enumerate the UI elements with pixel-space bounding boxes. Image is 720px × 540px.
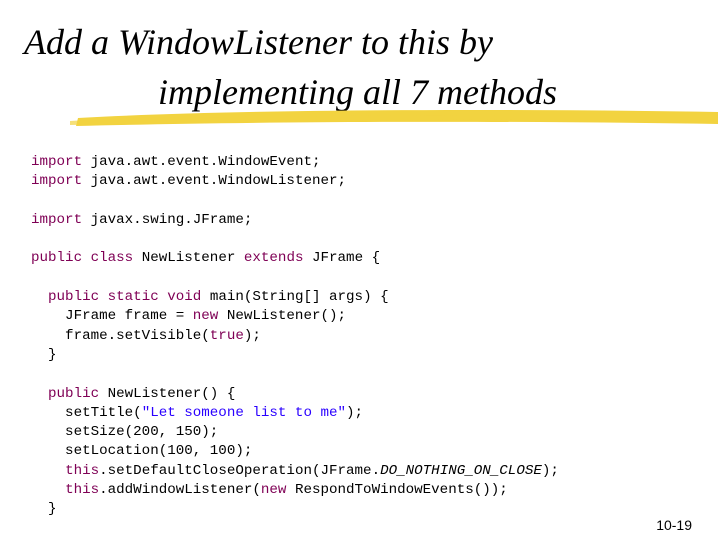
code-line: JFrame frame = new NewListener(); (31, 307, 711, 326)
code-string: "Let someone list to me" (141, 404, 347, 421)
code-line: this.setDefaultCloseOperation(JFrame.DO_… (31, 462, 711, 481)
code-text (99, 289, 108, 305)
code-line (31, 365, 711, 384)
code-text: setTitle( (31, 404, 142, 421)
code-keyword: new (192, 308, 219, 325)
code-text: setSize(200, 150); (31, 424, 219, 441)
code-text: NewListener() { (99, 385, 236, 402)
code-keyword: this (65, 482, 100, 499)
code-text: NewListener (133, 250, 244, 267)
code-line: public static void main(String[] args) { (31, 288, 711, 307)
code-line (31, 230, 711, 249)
code-line: public class NewListener extends JFrame … (31, 249, 711, 268)
code-text: .setDefaultCloseOperation(JFrame. (99, 462, 381, 479)
code-line: this.addWindowListener(new RespondToWind… (31, 481, 711, 500)
code-keyword: import (31, 154, 83, 170)
code-text: setLocation(100, 100); (31, 443, 253, 460)
code-text (159, 289, 168, 305)
code-keyword: extends (243, 250, 304, 267)
code-text (31, 463, 65, 479)
code-text (31, 482, 65, 498)
code-text: ); (243, 327, 261, 344)
code-text: java.awt.event.WindowEvent; (82, 154, 321, 170)
code-text: .addWindowListener( (99, 482, 261, 499)
code-line: import java.awt.event.WindowListener; (31, 172, 711, 191)
code-text (82, 250, 91, 266)
code-text (31, 386, 48, 402)
code-text: javax.swing.JFrame; (82, 211, 253, 228)
code-keyword: void (167, 289, 202, 306)
code-keyword: public (48, 289, 100, 306)
page-number: 10-19 (656, 517, 692, 533)
title-line-2: implementing all 7 methods (158, 72, 557, 112)
code-text: ); (541, 462, 559, 479)
code-text: java.awt.event.WindowListener; (82, 173, 347, 190)
code-keyword: import (31, 211, 83, 228)
code-keyword: import (31, 173, 83, 190)
code-text: RespondToWindowEvents()); (286, 482, 508, 499)
code-line: public NewListener() { (31, 385, 711, 404)
code-text: JFrame { (303, 250, 381, 267)
code-line: setSize(200, 150); (31, 423, 711, 442)
code-line: setLocation(100, 100); (31, 442, 711, 461)
code-text: main(String[] args) { (201, 289, 389, 306)
code-line: } (31, 500, 711, 519)
code-text: frame.setVisible( (31, 327, 210, 344)
code-line: frame.setVisible(true); (31, 327, 711, 346)
code-line: setTitle("Let someone list to me"); (31, 404, 711, 423)
code-text: DO_NOTHING_ON_CLOSE (380, 462, 542, 479)
title-line-1: Add a WindowListener to this by (24, 22, 494, 62)
code-line (31, 269, 711, 288)
code-keyword: public (31, 250, 83, 267)
code-keyword: class (90, 250, 134, 267)
code-line: import java.awt.event.WindowEvent; (31, 153, 711, 172)
code-text: JFrame frame = (31, 308, 193, 325)
code-line (31, 192, 711, 211)
code-text: } (31, 346, 57, 363)
code-text (31, 289, 48, 305)
code-text: NewListener(); (218, 308, 347, 325)
code-keyword: static (107, 289, 159, 306)
code-keyword: this (65, 462, 100, 479)
code-line: } (31, 346, 711, 365)
code-text: } (31, 501, 57, 518)
code-text: ); (346, 404, 364, 421)
code-keyword: true (209, 327, 244, 344)
code-keyword: public (48, 385, 100, 402)
code-block: import java.awt.event.WindowEvent;import… (31, 153, 711, 520)
highlighter-underline (70, 110, 718, 126)
code-line: import javax.swing.JFrame; (31, 211, 711, 230)
code-keyword: new (260, 482, 287, 499)
